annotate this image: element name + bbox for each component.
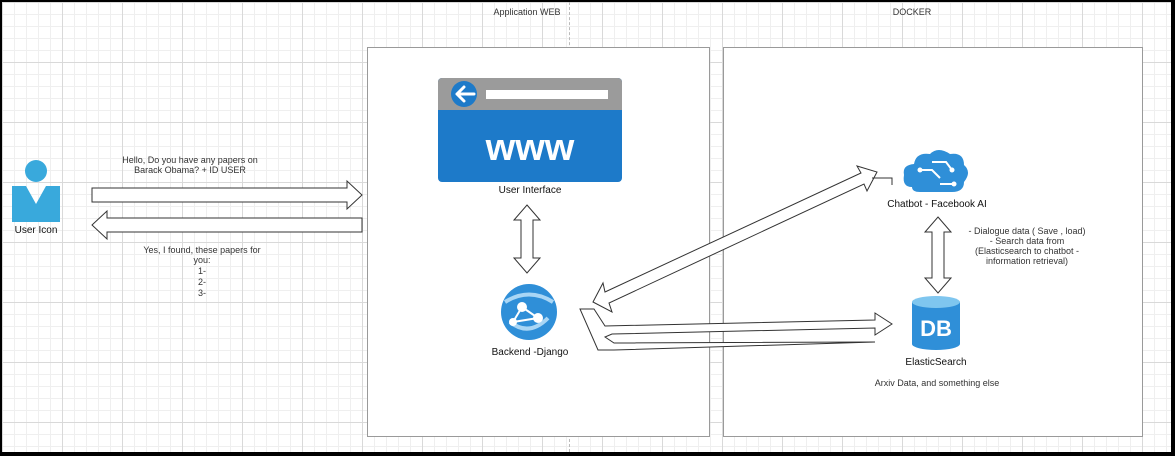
chatbot-note-line4: information retrieval) <box>985 256 1069 266</box>
db-note: Arxiv Data, and something else <box>874 378 1000 388</box>
request-message-line1: Hello, Do you have any papers on <box>122 155 258 165</box>
user-icon <box>12 160 60 222</box>
ui-backend-arrow <box>512 204 542 274</box>
docker-section-title: DOCKER <box>892 7 932 17</box>
response-message-line2: you: <box>193 255 211 265</box>
db-icon: DB <box>912 296 960 350</box>
backend-app-icon <box>501 284 557 340</box>
backend-chatbot-arrow <box>592 165 878 314</box>
www-browser-icon: www <box>438 78 622 182</box>
web-section-title: Application WEB <box>493 7 561 17</box>
www-text: www <box>485 127 575 169</box>
response-item-1: 1- <box>197 266 206 276</box>
user-interface-label: User Interface <box>498 185 562 196</box>
chatbot-note-line2: - Search data from <box>989 236 1065 246</box>
request-message-line2: Barack Obama? + ID USER <box>134 165 246 175</box>
response-item-2: 2- <box>197 277 206 287</box>
response-arrow <box>91 209 363 241</box>
user-icon-label: User Icon <box>14 225 58 236</box>
response-message-line1: Yes, I found, these papers for <box>143 245 261 255</box>
chatbot-db-arrow <box>923 216 953 294</box>
chatbot-brain-icon <box>903 150 968 192</box>
chatbot-note-line1: - Dialogue data ( Save , load) <box>968 226 1086 236</box>
db-icon-text: DB <box>920 316 952 341</box>
backend-label: Backend -Django <box>491 347 569 358</box>
request-arrow <box>91 179 363 211</box>
chatbot-connector <box>872 177 893 185</box>
backend-db-arrow <box>579 308 893 351</box>
elasticsearch-label: ElasticSearch <box>905 357 967 368</box>
chatbot-label: Chatbot - Facebook AI <box>887 199 987 210</box>
chatbot-note-line3: (Elasticsearch to chatbot - <box>974 246 1080 256</box>
response-item-3: 3- <box>197 288 206 298</box>
